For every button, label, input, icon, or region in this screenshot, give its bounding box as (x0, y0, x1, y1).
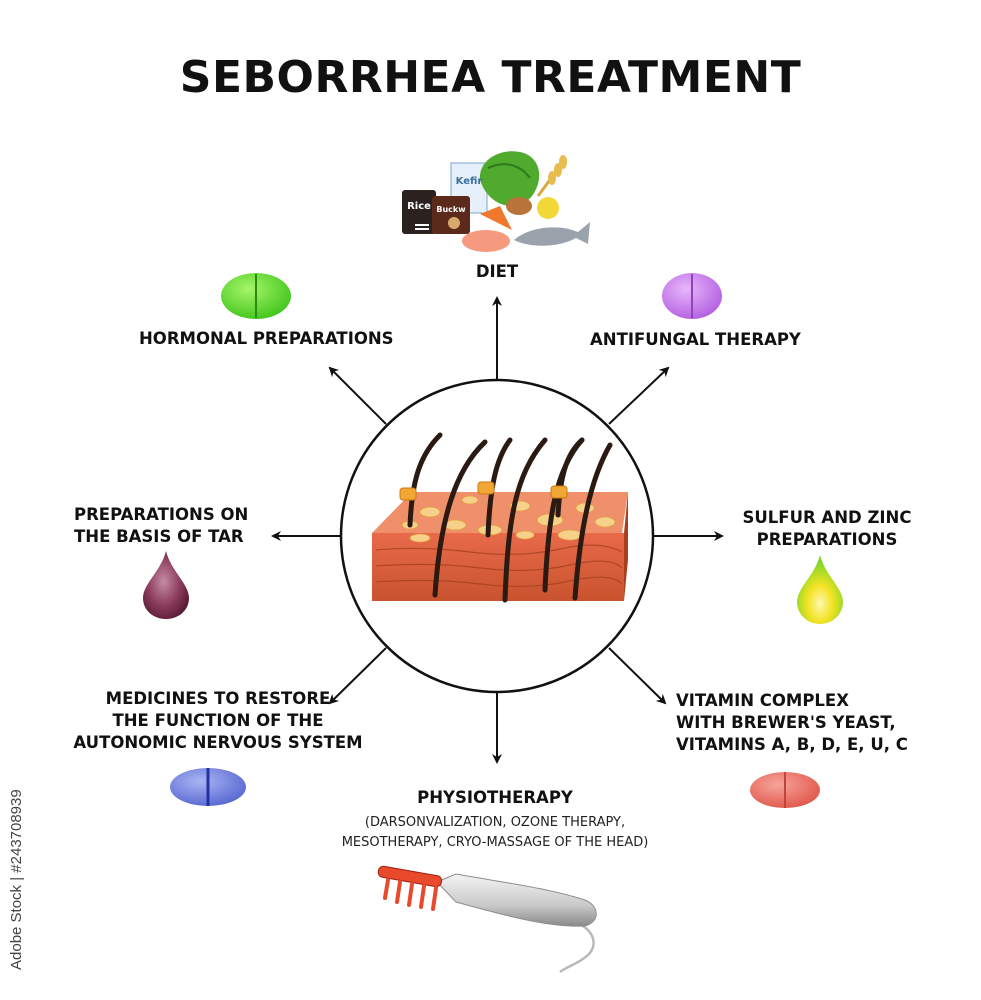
skin-cross-section-illustration (372, 432, 628, 603)
stock-id-watermark: Adobe Stock | #243708939 (8, 760, 38, 970)
arrows (271, 296, 724, 764)
carrot (480, 206, 512, 230)
fish (514, 222, 590, 246)
arrow-hormonal (328, 366, 387, 425)
physio-note-line-1: (DARSONVALIZATION, OZONE THERAPY, (364, 815, 626, 830)
label-medicines: MEDICINES TO RESTORE THE FUNCTION OF THE… (70, 688, 366, 754)
diet-food-illustration (402, 151, 590, 252)
buckwheat-bag (432, 196, 470, 234)
label-physiotherapy: PHYSIOTHERAPY (417, 788, 573, 807)
label-diet: DIET (475, 262, 519, 281)
label-sulfur-zinc: SULFUR AND ZINC PREPARATIONS (732, 507, 922, 551)
label-vitamin-line-1: VITAMIN COMPLEX (676, 691, 849, 710)
label-sulfur-line-2: PREPARATIONS (756, 530, 898, 549)
label-tar-line-1: PREPARATIONS ON (74, 505, 249, 524)
medicines-pill (170, 768, 246, 806)
potato (506, 197, 532, 215)
cabbage (479, 151, 540, 206)
physiotherapy-note: (DARSONVALIZATION, OZONE THERAPY, MESOTH… (330, 813, 660, 853)
tar-drop (143, 551, 189, 619)
darsonval-device-illustration (377, 865, 597, 974)
arrow-antifungal (608, 366, 670, 425)
rice-bag (402, 190, 436, 234)
stock-id-text: Adobe Stock | #243708939 (8, 789, 25, 970)
label-medicines-line-3: AUTONOMIC NERVOUS SYSTEM (73, 733, 363, 752)
vitamin-pill (750, 772, 820, 808)
kefir-carton-label: Kefir (456, 176, 483, 187)
label-medicines-line-2: THE FUNCTION OF THE (112, 711, 324, 730)
label-antifungal-therapy: ANTIFUNGAL THERAPY (590, 330, 801, 349)
tomato (537, 197, 559, 219)
label-sulfur-line-1: SULFUR AND ZINC (742, 508, 912, 527)
physio-note-line-2: MESOTHERAPY, CRYO-MASSAGE OF THE HEAD) (341, 835, 649, 850)
buckwheat-bag-label: Buckw (436, 205, 466, 214)
hormonal-pill (221, 273, 291, 319)
label-vitamin-line-3: VITAMINS A, B, D, E, U, C (676, 735, 908, 754)
rice-bag-label: Rice (407, 201, 431, 212)
label-vitamin-line-2: WITH BREWER'S YEAST, (676, 713, 896, 732)
label-tar-preparations: PREPARATIONS ON THE BASIS OF TAR (74, 504, 248, 548)
label-tar-line-2: THE BASIS OF TAR (74, 527, 244, 546)
antifungal-pill (662, 273, 722, 319)
arrow-vitamin (608, 647, 667, 705)
arrow-medicines (328, 647, 387, 705)
label-hormonal-preparations: HORMONAL PREPARATIONS (139, 329, 394, 348)
salmon (462, 230, 510, 252)
sulfur-drop (797, 555, 843, 624)
label-vitamin-complex: VITAMIN COMPLEX WITH BREWER'S YEAST, VIT… (676, 690, 908, 756)
label-medicines-line-1: MEDICINES TO RESTORE (105, 689, 331, 708)
page-title: SEBORRHEA TREATMENT (179, 52, 802, 103)
